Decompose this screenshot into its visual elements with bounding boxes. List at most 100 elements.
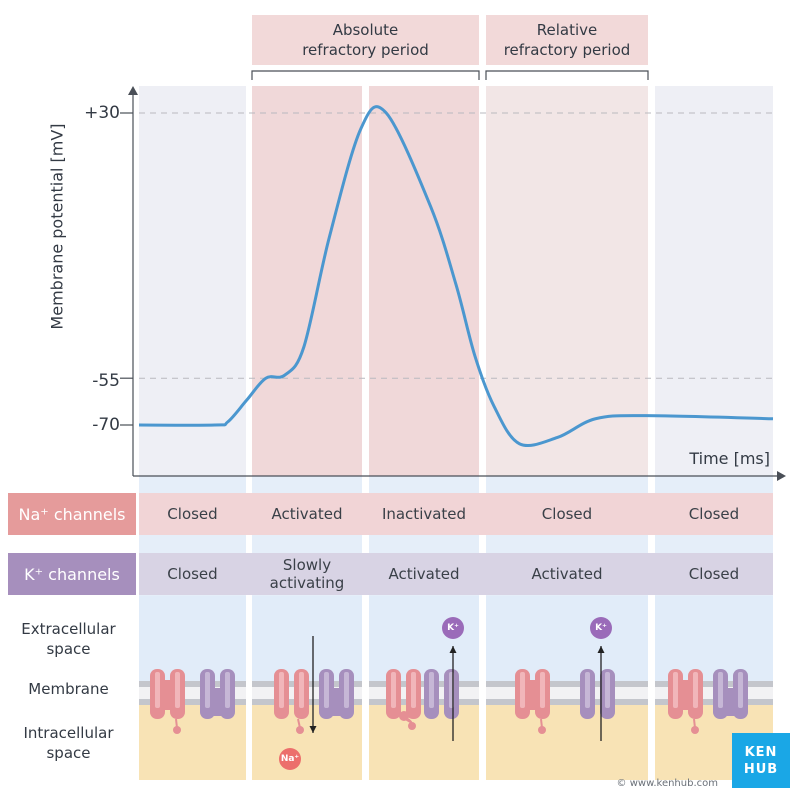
state-text-line: Activated bbox=[531, 565, 603, 583]
extracellular-region bbox=[369, 596, 479, 687]
state-text: Activated bbox=[532, 565, 603, 583]
phase-column bbox=[252, 86, 362, 476]
k-channel-pore-closed bbox=[725, 688, 736, 716]
na-channel-state: Closed bbox=[655, 493, 773, 535]
k-channel-highlight bbox=[324, 672, 329, 708]
intracellular-space-label: Intracellular space bbox=[5, 723, 132, 763]
phase-column bbox=[139, 86, 246, 476]
k-channels-label: K⁺ channels bbox=[8, 553, 136, 595]
na-channel-pore-closed bbox=[680, 680, 691, 710]
na-channel-highlight bbox=[540, 672, 545, 708]
na-channels-label: Na⁺ channels bbox=[8, 493, 136, 535]
state-text: Inactivated bbox=[382, 505, 466, 523]
state-text-line: Activated bbox=[388, 565, 460, 583]
state-text-line: Inactivated bbox=[381, 505, 467, 523]
intracellular-region bbox=[369, 705, 479, 780]
inactivation-gate-ball bbox=[399, 711, 409, 721]
intracellular-line2: space bbox=[46, 744, 91, 762]
state-text-line: activating bbox=[269, 574, 345, 592]
x-axis-arrow bbox=[777, 471, 786, 481]
na-channel-highlight bbox=[520, 672, 525, 708]
potassium-ion: K⁺ bbox=[442, 617, 464, 639]
intracellular-line1: Intracellular bbox=[23, 724, 114, 742]
na-channel-pore-closed bbox=[527, 680, 538, 710]
na-channel-highlight bbox=[673, 672, 678, 708]
state-text-line: Activated bbox=[271, 505, 343, 523]
na-row-band bbox=[139, 493, 773, 535]
copyright-text: © www.kenhub.com bbox=[616, 778, 718, 789]
sodium-ion: Na⁺ bbox=[279, 748, 301, 770]
extracellular-region bbox=[486, 596, 648, 687]
k-channel-state: Activated bbox=[369, 553, 479, 595]
k-channel-highlight bbox=[738, 672, 743, 708]
k-channel-highlight bbox=[585, 672, 590, 708]
na-channel-pore-closed bbox=[162, 680, 173, 710]
membrane-outer bbox=[139, 681, 246, 687]
state-text-line: Closed bbox=[688, 565, 740, 583]
period-bracket bbox=[485, 70, 649, 80]
logo-line1: KEN bbox=[744, 744, 778, 760]
na-channel-state: Inactivated bbox=[369, 493, 479, 535]
k-channel-state: Closed bbox=[139, 553, 246, 595]
state-text: Closed bbox=[167, 565, 217, 583]
inactivation-gate-ball bbox=[691, 726, 699, 734]
extracellular-line1: Extracellular bbox=[21, 620, 116, 638]
x-axis-title: Time [ms] bbox=[689, 449, 770, 468]
relative-header-line2: refractory period bbox=[503, 41, 631, 59]
sodium-influx-arrow-head bbox=[309, 726, 317, 733]
state-text: Closed bbox=[167, 505, 217, 523]
extracellular-line2: space bbox=[46, 640, 91, 658]
na-channel-state: Closed bbox=[139, 493, 246, 535]
relative-refractory-header: Relative refractory period bbox=[486, 15, 648, 65]
y-tick-label: +30 bbox=[84, 103, 120, 123]
y-axis-arrow bbox=[128, 86, 138, 95]
k-channel-state: Activated bbox=[486, 553, 648, 595]
inactivation-gate-ball bbox=[408, 722, 416, 730]
k-channel-state: Closed bbox=[655, 553, 773, 595]
state-text: Closed bbox=[689, 565, 739, 583]
y-axis-title: Membrane potential [mV] bbox=[47, 123, 67, 330]
membrane-core bbox=[486, 687, 648, 699]
potassium-efflux-arrow-head bbox=[597, 646, 605, 653]
intracellular-region bbox=[486, 705, 648, 780]
membrane-label: Membrane bbox=[28, 680, 109, 698]
membrane-potential-curve bbox=[138, 105, 774, 448]
phase-column bbox=[486, 86, 648, 476]
logo-line2: HUB bbox=[743, 761, 779, 777]
state-text-line: Slowly bbox=[282, 556, 332, 574]
membrane-inner bbox=[139, 699, 246, 705]
na-channel-state: Activated bbox=[252, 493, 362, 535]
state-text: Activated bbox=[389, 565, 460, 583]
state-text: Closed bbox=[689, 505, 739, 523]
inactivation-gate-ball bbox=[173, 726, 181, 734]
state-text-line: Closed bbox=[167, 565, 218, 583]
y-tick-label: -70 bbox=[92, 415, 120, 435]
k-channel-highlight bbox=[205, 672, 210, 708]
extracellular-space-label: Extracellular space bbox=[5, 619, 132, 659]
state-text-line: Closed bbox=[688, 505, 740, 523]
state-text: Closed bbox=[542, 505, 592, 523]
na-channel-state: Closed bbox=[486, 493, 648, 535]
k-channel-highlight bbox=[225, 672, 230, 708]
k-channel-highlight bbox=[605, 672, 610, 708]
k-row-band bbox=[139, 553, 773, 595]
na-channel-highlight bbox=[279, 672, 284, 708]
membrane-outer bbox=[486, 681, 648, 687]
state-text-line: Closed bbox=[541, 505, 593, 523]
y-tick-label: -55 bbox=[92, 371, 120, 391]
na-channel-highlight bbox=[391, 672, 396, 708]
na-channel-highlight bbox=[175, 672, 180, 708]
na-channel-highlight bbox=[411, 672, 416, 708]
na-channel-highlight bbox=[155, 672, 160, 708]
inactivation-gate-ball bbox=[538, 726, 546, 734]
relative-header-line1: Relative bbox=[536, 21, 598, 39]
state-text-line: Closed bbox=[167, 505, 218, 523]
na-channel-highlight bbox=[299, 672, 304, 708]
k-channel-highlight bbox=[344, 672, 349, 708]
absolute-header-line2: refractory period bbox=[302, 41, 429, 59]
phase-column bbox=[655, 86, 773, 476]
